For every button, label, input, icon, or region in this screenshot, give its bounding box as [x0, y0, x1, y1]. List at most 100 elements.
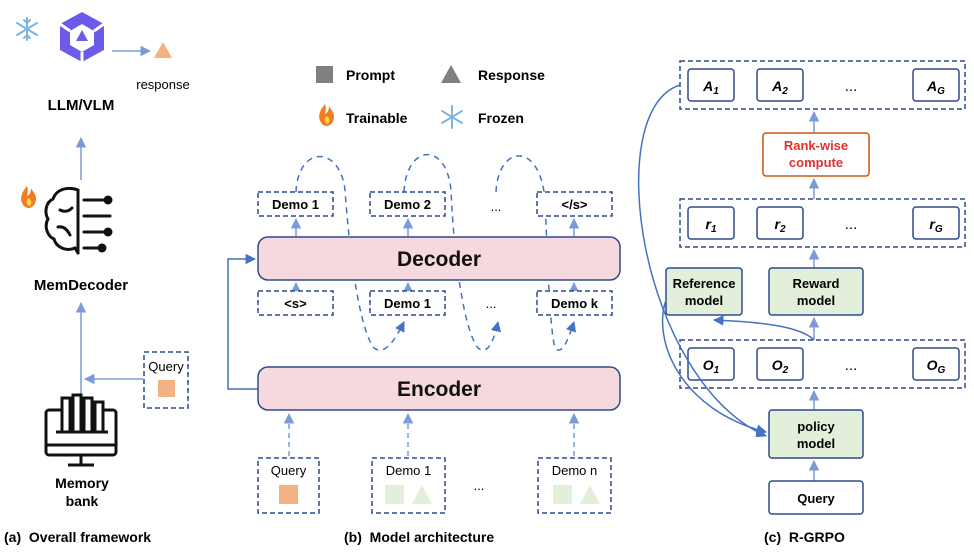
output-row [679, 339, 966, 389]
llm-logo-icon [59, 12, 105, 62]
decoder-block [257, 236, 621, 281]
decoder-input-ellipsis: ... [486, 296, 497, 311]
panel-c: A1 A2 ... AG Rank-wise compute r1 r2 ...… [637, 60, 966, 545]
query-box-a [143, 351, 189, 409]
advantage-1: A1 [702, 78, 719, 97]
policy-model-box [768, 409, 864, 459]
decoder-output-1: Demo 1 [272, 197, 319, 212]
prompt-legend-icon [316, 66, 333, 83]
response-label: response [136, 77, 189, 92]
output-box-2 [756, 347, 804, 381]
policy-model-line1: policy [797, 419, 835, 434]
query-label-c: Query [797, 491, 835, 506]
panel-b: Prompt Response Trainable Frozen Demo 1 … [227, 65, 621, 545]
advantage-box-g [912, 68, 960, 102]
decoder-input-box-1 [369, 290, 446, 316]
encoder-input-query: Query [271, 463, 307, 478]
demon-prompt-square-icon [553, 485, 572, 504]
decoder-input-1: Demo 1 [384, 296, 431, 311]
response-triangle-icon [154, 42, 172, 58]
demo1-response-triangle-icon [412, 485, 432, 504]
output-box-1 [687, 347, 735, 381]
decoder-output-end: </s> [561, 197, 587, 212]
reward-model-box [768, 267, 864, 316]
rank-wise-label-line1: Rank-wise [784, 138, 848, 153]
encoder-to-decoder-arrow [227, 253, 258, 390]
decoder-input-start: <s> [284, 296, 307, 311]
reward-row [679, 198, 966, 248]
decoder-input-k: Demo k [551, 296, 599, 311]
decoder-output-box-2 [369, 191, 446, 217]
reward-1: r1 [705, 216, 716, 235]
caption-c: (c) R-GRPO [764, 529, 845, 545]
output-g: OG [927, 357, 946, 376]
frozen-snowflake-icon [441, 105, 463, 129]
response-legend-icon [441, 65, 461, 83]
caption-a: (a) Overall framework [4, 529, 151, 545]
reference-to-policy-arrow [661, 299, 768, 435]
reference-model-box [665, 267, 743, 316]
reward-model-line2: model [797, 293, 835, 308]
output-box-g [912, 347, 960, 381]
reference-model-line2: model [685, 293, 723, 308]
query-box-c [768, 480, 864, 515]
encoder-block [257, 366, 621, 411]
legend-trainable-label: Trainable [346, 110, 408, 126]
encoder-label: Encoder [397, 378, 481, 401]
encoder-input-demon: Demo n [552, 463, 598, 478]
advantage-to-policy-arrow [637, 84, 767, 437]
output-to-reference-arrow [712, 315, 815, 341]
decoder-output-arrows [290, 217, 580, 237]
caption-b: (b) Model architecture [344, 529, 494, 545]
decoder-input-box-start [257, 290, 334, 316]
reward-2: r2 [774, 216, 785, 235]
encoder-input-demo1: Demo 1 [386, 463, 432, 478]
encoder-input-demo1-box [371, 457, 446, 514]
memory-bank-icon [44, 393, 118, 467]
advantage-box-1 [687, 68, 735, 102]
memdecoder-label: MemDecoder [34, 277, 128, 294]
trainable-flame-icon [319, 104, 334, 127]
encoder-input-arrows [283, 412, 580, 456]
rank-wise-label-line2: compute [789, 155, 843, 170]
output-ellipsis: ... [845, 357, 858, 374]
reward-box-2 [756, 206, 804, 240]
decoder-input-arrows [290, 281, 580, 293]
advantage-ellipsis: ... [845, 78, 858, 95]
demon-response-triangle-icon [580, 485, 600, 504]
query-square-icon-a [158, 380, 175, 397]
reward-box-g [912, 206, 960, 240]
legend-frozen-label: Frozen [478, 110, 524, 126]
demo1-prompt-square-icon [385, 485, 404, 504]
flame-icon [21, 186, 36, 209]
advantage-box-2 [756, 68, 804, 102]
encoder-input-ellipsis: ... [474, 478, 485, 493]
panel-a: response LLM/VLM MemDecoder Query [4, 12, 190, 545]
llm-label: LLM/VLM [48, 97, 115, 114]
output-1: O1 [703, 357, 720, 376]
decoder-label: Decoder [397, 248, 481, 271]
reward-g: rG [929, 216, 942, 235]
advantage-2: A2 [771, 78, 788, 97]
legend-prompt-label: Prompt [346, 67, 395, 83]
query-label-a: Query [148, 359, 184, 374]
policy-model-line2: model [797, 436, 835, 451]
reward-model-line1: Reward [793, 276, 840, 291]
decoder-input-box-k [536, 290, 613, 316]
reward-box-1 [687, 206, 735, 240]
decoder-output-ellipsis: ... [491, 199, 502, 214]
memory-bank-label-line2: bank [66, 493, 99, 509]
rank-wise-compute-box [762, 132, 870, 177]
decoder-output-box-end [536, 191, 613, 217]
brain-chip-icon [44, 186, 113, 255]
legend-response-label: Response [478, 67, 545, 83]
output-2: O2 [772, 357, 789, 376]
reference-model-line1: Reference [673, 276, 736, 291]
snowflake-icon [16, 17, 38, 41]
reward-ellipsis: ... [845, 216, 858, 233]
encoder-query-square-icon [279, 485, 298, 504]
decoder-output-box-1 [257, 191, 334, 217]
decoder-output-2: Demo 2 [384, 197, 431, 212]
